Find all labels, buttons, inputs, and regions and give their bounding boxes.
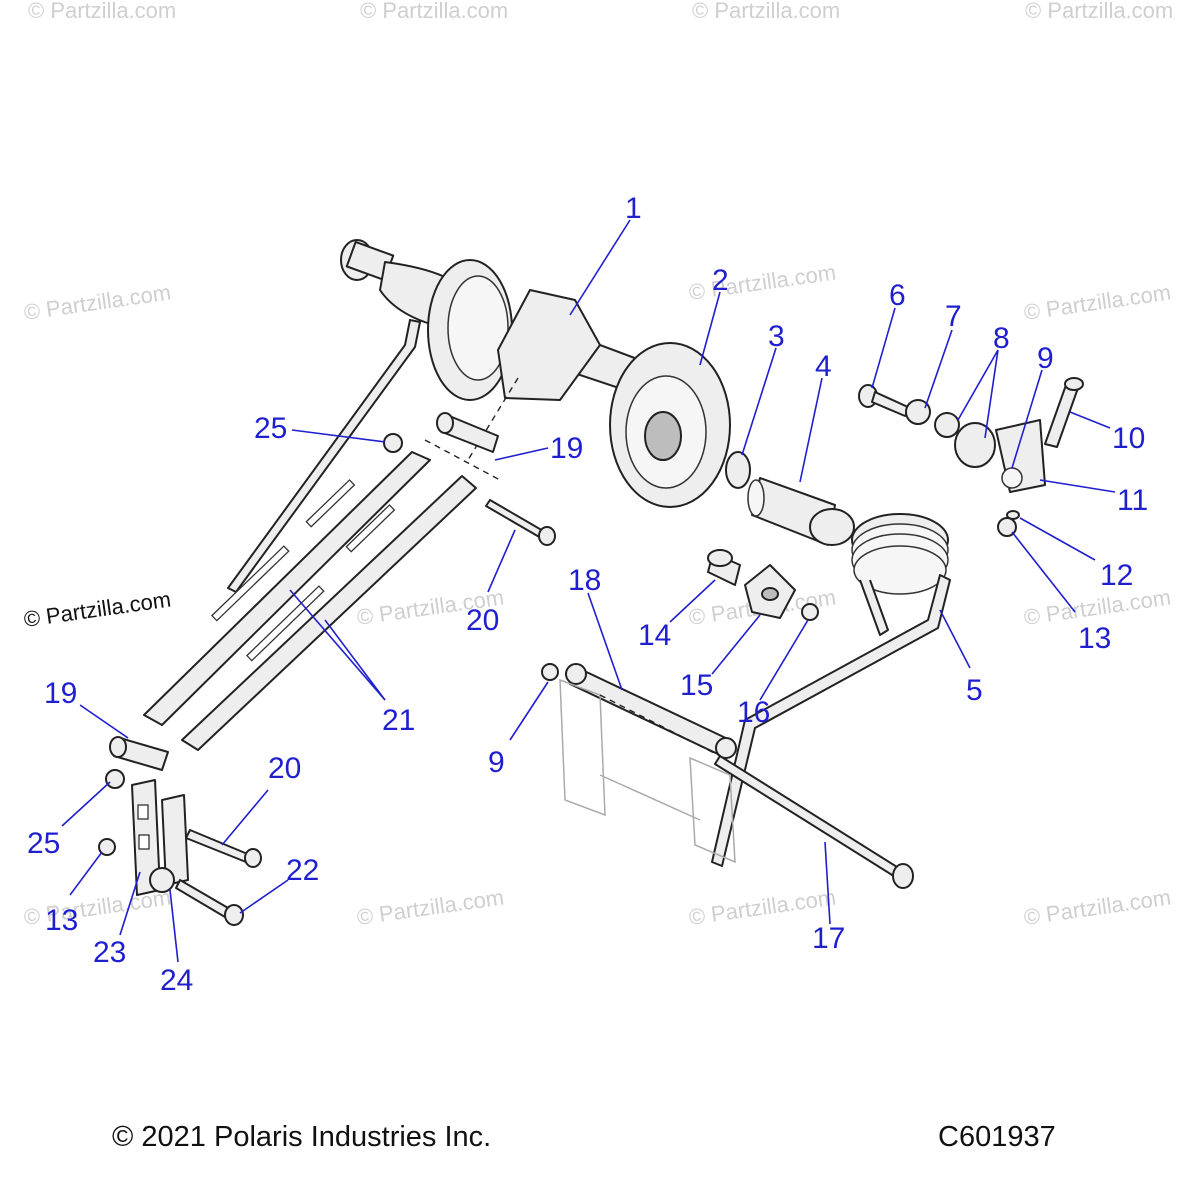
callout-25: 25 [254, 412, 287, 445]
callout-2: 2 [712, 264, 729, 297]
spacer-tube [747, 477, 855, 546]
callout-16: 16 [737, 696, 770, 729]
axle-shock-assembly [340, 239, 731, 508]
callout-13: 13 [1078, 622, 1111, 655]
watermark-layer: © Partzilla.com © Partzilla.com © Partzi… [22, 0, 1173, 930]
upper-link-hardware [383, 412, 556, 546]
callout-7: 7 [945, 300, 962, 333]
callout-15: 15 [680, 669, 713, 702]
diagram-code: C601937 [938, 1121, 1056, 1153]
watermark: © Partzilla.com [1025, 0, 1173, 23]
partzilla-credit: © Partzilla.com [22, 587, 172, 632]
callout-14: 14 [638, 619, 671, 652]
callout-21: 21 [382, 704, 415, 737]
callout-labels: 1 2 3 4 5 6 7 8 9 10 11 12 13 14 15 16 1… [27, 192, 1148, 997]
long-bolt [714, 755, 914, 889]
callout-13-lower: 13 [45, 904, 78, 937]
callout-20-lower: 20 [268, 752, 301, 785]
watermark: © Partzilla.com [355, 885, 505, 930]
callout-18: 18 [568, 564, 601, 597]
slotted-links [143, 451, 477, 751]
watermark: © Partzilla.com [1022, 885, 1172, 930]
lower-link-assembly [98, 736, 262, 926]
callout-17: 17 [812, 922, 845, 955]
watermark: © Partzilla.com [687, 260, 837, 305]
watermark: © Partzilla.com [22, 280, 172, 325]
callout-3: 3 [768, 320, 785, 353]
callout-25-lower: 25 [27, 827, 60, 860]
callout-5: 5 [966, 674, 983, 707]
callout-22: 22 [286, 854, 319, 887]
callout-24: 24 [160, 964, 193, 997]
watermark: © Partzilla.com [692, 0, 840, 23]
callout-9: 9 [1037, 342, 1054, 375]
callout-4: 4 [815, 350, 832, 383]
watermark: © Partzilla.com [360, 0, 508, 23]
watermark: © Partzilla.com [28, 0, 176, 23]
callout-12: 12 [1100, 559, 1133, 592]
rear-bolt-stack [858, 377, 1084, 537]
o-ring [725, 451, 751, 489]
callout-11: 11 [1117, 484, 1148, 517]
callout-19: 19 [550, 432, 583, 465]
callout-19-lower: 19 [44, 677, 77, 710]
torsion-spring [711, 513, 951, 867]
copyright-notice: © 2021 Polaris Industries Inc. [112, 1121, 491, 1153]
small-parts-center [707, 549, 819, 621]
callout-20: 20 [466, 604, 499, 637]
cross-shaft [541, 663, 737, 864]
callout-10: 10 [1112, 422, 1145, 455]
callout-9-center: 9 [488, 746, 505, 779]
parts-drawing [98, 239, 1084, 926]
watermark: © Partzilla.com [1022, 280, 1172, 325]
callout-6: 6 [889, 279, 906, 312]
leader-lines [61, 219, 1116, 963]
callout-23: 23 [93, 936, 126, 969]
callout-8: 8 [993, 322, 1010, 355]
callout-1: 1 [625, 192, 642, 225]
